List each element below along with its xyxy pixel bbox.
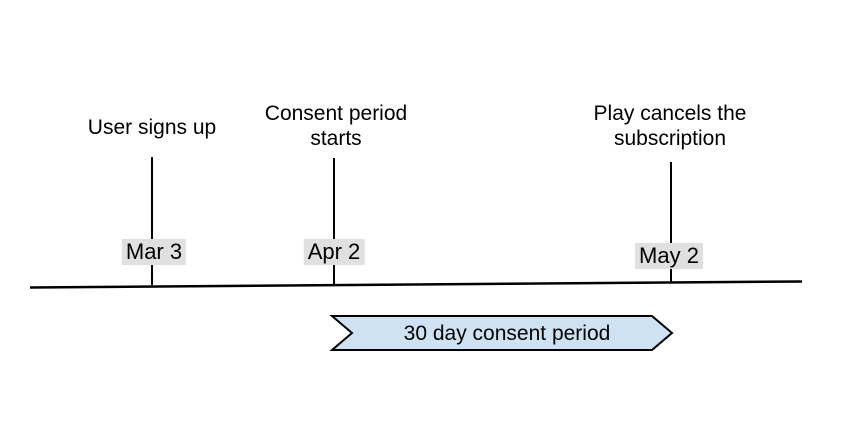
date-label-may2: May 2 [635,243,703,269]
event-title-cancel: Play cancels the subscription [593,102,747,150]
date-label-apr2: Apr 2 [303,239,365,265]
date-label-mar3: Mar 3 [121,239,187,265]
event-title-signup: User signs up [87,116,217,139]
consent-period-banner-label: 30 day consent period [403,322,611,345]
timeline-axis-line [29,280,803,289]
consent-period-banner-shape [329,315,674,351]
event-title-consent-start: Consent period starts [264,102,408,150]
